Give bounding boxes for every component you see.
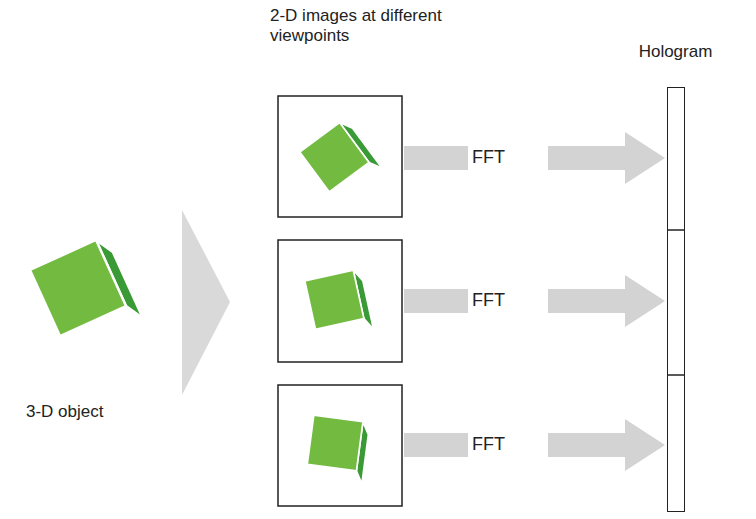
view-cube bbox=[295, 261, 384, 341]
segment-divider bbox=[667, 229, 685, 231]
hologram-bar: Hologram bbox=[667, 87, 685, 512]
fft-label: FFT bbox=[472, 290, 505, 312]
projection-arrow bbox=[182, 210, 230, 395]
object-label: 3-D object bbox=[26, 402, 103, 422]
image-frame bbox=[278, 96, 402, 217]
fft-label: FFT bbox=[472, 147, 505, 169]
arrow-band bbox=[404, 146, 468, 170]
arrow-head bbox=[548, 419, 665, 471]
node-heading: Hologram bbox=[639, 42, 713, 62]
column-heading: 2-D images at different viewpoints bbox=[270, 6, 470, 47]
arrow-band bbox=[404, 433, 468, 457]
image-frame bbox=[278, 240, 402, 362]
arrow-head bbox=[548, 132, 665, 184]
fft-label: FFT bbox=[472, 434, 505, 456]
fft-arrows bbox=[404, 132, 665, 471]
arrow-band bbox=[404, 289, 468, 313]
view-cube bbox=[290, 398, 390, 494]
object-cube bbox=[30, 240, 143, 336]
arrow-head bbox=[548, 275, 665, 327]
image-frame bbox=[278, 385, 402, 506]
segment-divider bbox=[667, 374, 685, 376]
view-cube bbox=[295, 116, 384, 196]
